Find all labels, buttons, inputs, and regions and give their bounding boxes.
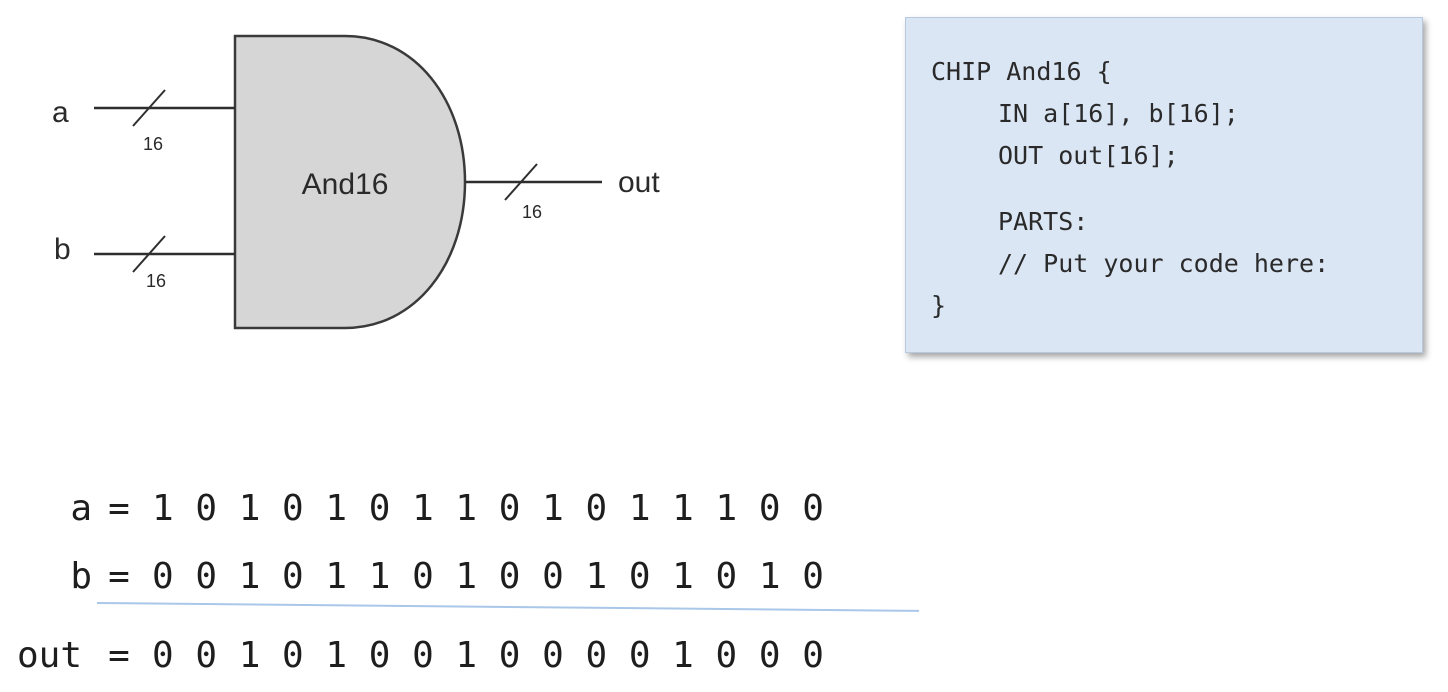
output-bus-slash [504,163,538,201]
row-a-bits: 1 0 1 0 1 0 1 1 0 1 0 1 1 1 0 0 [152,488,824,529]
sum-underline [96,602,919,612]
hdl-inputs: IN a[16], b[16]; [998,99,1239,128]
input-b-label: b [54,233,71,266]
row-a-equals: = [108,488,130,529]
row-out-equals: = [108,635,130,676]
and16-gate-diagram: And16 a 16 b 16 16 out [52,34,660,330]
hdl-parts-header: PARTS: [998,207,1089,236]
row-b-bits: 0 0 1 0 1 1 0 1 0 0 1 0 1 0 1 0 [152,556,824,597]
hdl-outputs: OUT out[16]; [998,141,1179,170]
input-a-bus-width: 16 [143,134,163,154]
row-b-equals: = [108,556,130,597]
row-out-bits: 0 0 1 0 1 0 0 1 0 0 0 0 1 0 0 0 [152,635,824,676]
input-b-bus-slash [132,235,166,273]
row-b-label: b [70,556,92,597]
row-a-label: a [70,488,92,529]
row-out-label: out [16,635,82,676]
hdl-chip-declaration: CHIP And16 { [931,57,1112,86]
hdl-closing-brace: } [931,291,947,320]
hdl-code-box: CHIP And16 { IN a[16], b[16]; OUT out[16… [905,17,1423,353]
output-label: out [618,166,660,199]
gate-label: And16 [302,168,389,201]
input-b-bus-width: 16 [146,271,166,291]
output-bus-width: 16 [522,202,542,222]
input-a-label: a [52,96,69,129]
hdl-comment: // Put your code here: [998,249,1330,278]
and-gate-body [233,34,467,330]
input-a-bus-slash [132,89,166,127]
